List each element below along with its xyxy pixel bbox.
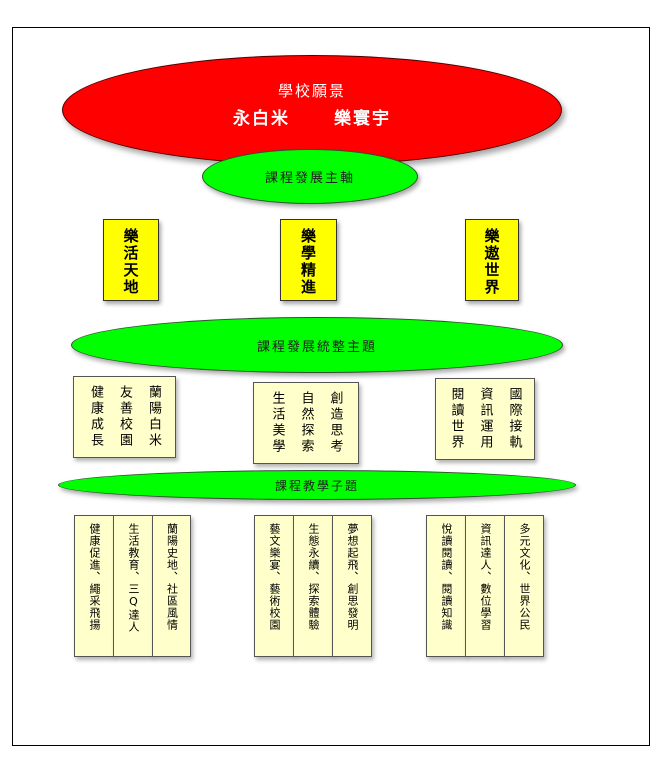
theme-item: 創造思考 xyxy=(327,391,343,455)
theme-box-2: 創造思考 自然探索 生活美學 xyxy=(253,382,359,464)
subtheme-label: 夢想起飛、創思發明 xyxy=(346,523,359,631)
subtheme-box-2-2: 生態永續、探索體驗 xyxy=(293,515,333,657)
integration-theme-ellipse: 課程發展統整主題 xyxy=(71,317,563,373)
subtheme-box-1-2: 生活教育、三Q達人 xyxy=(113,515,153,657)
subtheme-box-2-1: 藝文樂宴、藝術校園 xyxy=(254,515,294,657)
theme-item: 友善校園 xyxy=(117,385,132,449)
pillar-3: 樂遨世界 xyxy=(465,219,519,301)
subtheme-box-1-3: 蘭陽史地、社區風情 xyxy=(152,515,191,657)
theme-item: 閱讀世界 xyxy=(448,387,464,451)
vision-item-2: 樂寰宇 xyxy=(333,109,391,129)
subtheme-label: 悅讀閱讀、閱讀知識 xyxy=(440,523,453,631)
theme-box-1: 蘭陽白米 友善校園 健康成長 xyxy=(73,376,176,458)
subtheme-label: 多元文化、世界公民 xyxy=(518,523,531,631)
subtheme-label: 藝文樂宴、藝術校園 xyxy=(268,523,281,631)
subtheme-label: 健康促進、繩采飛揚 xyxy=(88,523,101,631)
subtheme-label: 生活教育、三Q達人 xyxy=(127,523,140,633)
theme-box-3: 國際接軌 資訊運用 閱讀世界 xyxy=(435,378,535,460)
theme-item: 生活美學 xyxy=(269,391,285,455)
theme-item: 健康成長 xyxy=(88,385,103,449)
pillar-1-label: 樂活天地 xyxy=(121,228,140,296)
curriculum-axis-ellipse: 課程發展主軸 xyxy=(202,149,418,204)
subtheme-box-3-1: 悅讀閱讀、閱讀知識 xyxy=(426,515,466,657)
theme-item: 蘭陽白米 xyxy=(146,385,161,449)
subtheme-label: 蘭陽史地、社區風情 xyxy=(165,523,179,631)
subtheme-label: 生態永續、探索體驗 xyxy=(307,523,320,631)
pillar-2: 樂學精進 xyxy=(280,219,337,301)
subtheme-box-3-3: 多元文化、世界公民 xyxy=(504,515,544,657)
vision-item-1: 永白米 xyxy=(233,109,291,129)
vision-items: 永白米 樂寰宇 xyxy=(63,104,561,129)
vision-title: 學校願景 xyxy=(277,82,346,100)
subtheme-box-3-2: 資訊達人、數位學習 xyxy=(465,515,505,657)
theme-item: 國際接軌 xyxy=(506,387,522,451)
subtheme-label: 資訊達人、數位學習 xyxy=(479,523,492,631)
pillar-2-label: 樂學精進 xyxy=(299,228,317,296)
subtheme-box-2-3: 夢想起飛、創思發明 xyxy=(332,515,372,657)
pillar-1: 樂活天地 xyxy=(103,219,159,301)
teaching-subtopic-ellipse: 課程教學子題 xyxy=(58,470,576,500)
theme-item: 自然探索 xyxy=(298,391,314,455)
pillar-3-label: 樂遨世界 xyxy=(482,228,501,296)
theme-item: 資訊運用 xyxy=(477,387,493,451)
school-vision-ellipse: 學校願景 永白米 樂寰宇 xyxy=(62,55,562,165)
subtheme-box-1-1: 健康促進、繩采飛揚 xyxy=(74,515,114,657)
